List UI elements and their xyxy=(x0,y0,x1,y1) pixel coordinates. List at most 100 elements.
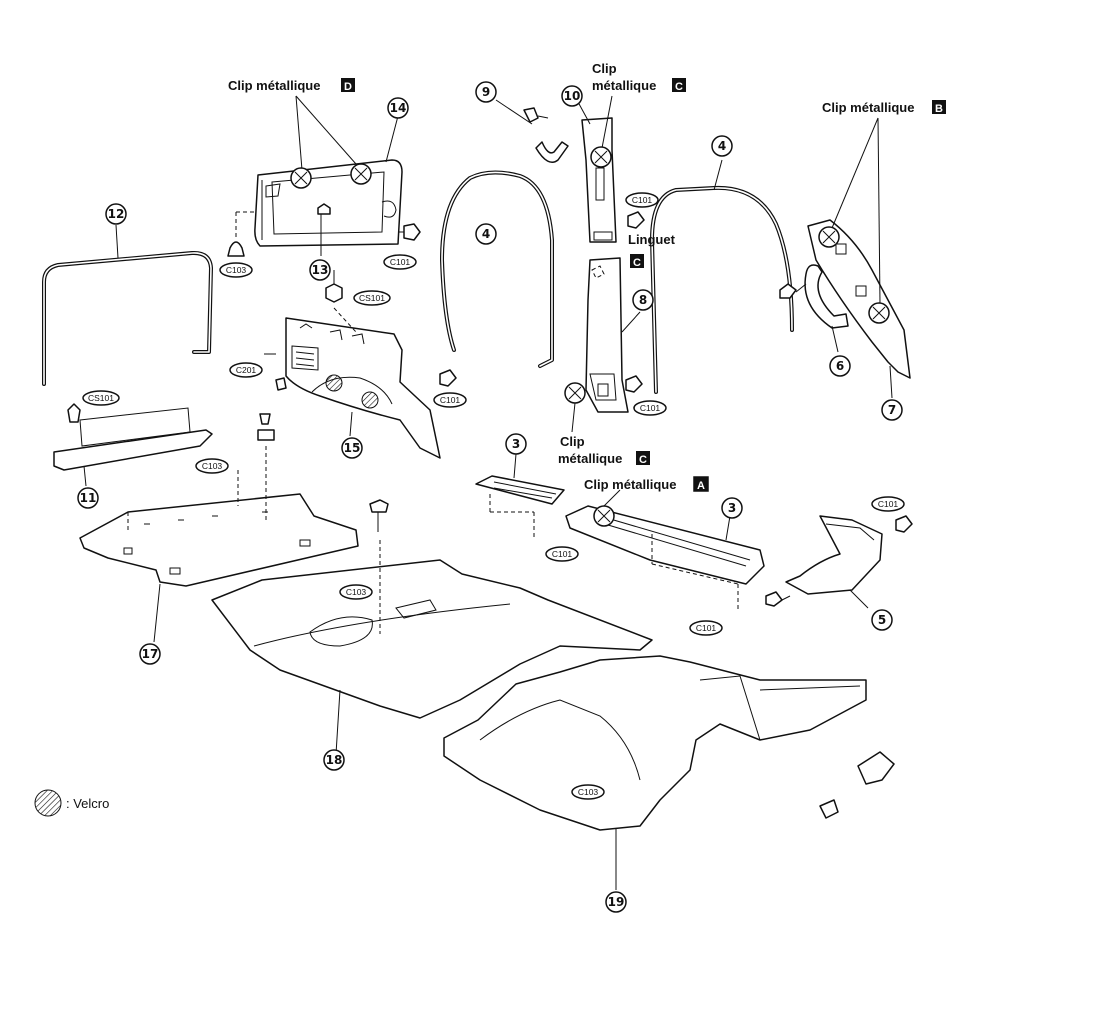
part-3-sill-plate-front xyxy=(565,505,765,612)
svg-text:5: 5 xyxy=(878,613,886,627)
svg-text:Linguet: Linguet xyxy=(628,232,676,247)
svg-text:C101: C101 xyxy=(632,195,653,205)
nut-cs101-icon xyxy=(325,270,343,303)
svg-text:4: 4 xyxy=(718,139,726,153)
callout-4-right: 4 xyxy=(711,135,733,157)
metal-clip-c-top-marker xyxy=(590,95,613,168)
svg-text:D: D xyxy=(344,81,352,93)
code-c103: C103 xyxy=(219,262,253,278)
svg-text:C: C xyxy=(675,81,683,93)
svg-text:C101: C101 xyxy=(640,403,661,413)
svg-text:3: 3 xyxy=(512,437,520,451)
clip-c101-icon xyxy=(895,515,913,533)
part-7-pillar-trim xyxy=(807,219,911,399)
screw-icon xyxy=(369,499,389,532)
svg-text:7: 7 xyxy=(888,403,896,417)
svg-text:19: 19 xyxy=(608,895,625,909)
clip-c101-icon xyxy=(398,223,421,241)
svg-text:4: 4 xyxy=(482,227,490,241)
svg-text:C201: C201 xyxy=(236,365,257,375)
part-12-weatherstrip xyxy=(42,224,213,386)
label-clip-a: Clip métallique A xyxy=(584,476,709,492)
svg-text:Clip: Clip xyxy=(592,61,617,76)
bracket-small xyxy=(819,751,895,819)
part-4-weatherstrip-right xyxy=(650,159,794,394)
clip-c101-icon xyxy=(627,211,645,229)
svg-text:13: 13 xyxy=(312,263,329,277)
code-c101: C101 xyxy=(433,392,467,408)
callout-3-front: 3 xyxy=(721,497,743,519)
part-3-sill-plate-rear xyxy=(475,453,565,538)
svg-text:C: C xyxy=(639,454,647,466)
svg-text:18: 18 xyxy=(326,753,343,767)
callout-7: 7 xyxy=(881,399,903,421)
code-c101: C101 xyxy=(633,400,667,416)
svg-text:C103: C103 xyxy=(346,587,367,597)
velcro-hatched-icon xyxy=(34,789,62,817)
part-6-assist-handle xyxy=(779,264,849,353)
callout-15: 15 xyxy=(341,437,363,459)
clip-c101-icon xyxy=(439,369,457,387)
code-c101: C101 xyxy=(545,546,579,562)
callout-5: 5 xyxy=(871,609,893,631)
code-c101: C101 xyxy=(625,192,659,208)
svg-text:C103: C103 xyxy=(578,787,599,797)
svg-text:6: 6 xyxy=(836,359,844,373)
callout-3-rear: 3 xyxy=(505,433,527,455)
label-clip-b: Clip métallique B xyxy=(822,100,946,115)
svg-text:Clip: Clip xyxy=(560,434,585,449)
part-9-grab-handle xyxy=(495,99,569,163)
code-c101: C101 xyxy=(383,254,417,270)
part-13-fastener xyxy=(317,203,331,256)
callout-10: 10 xyxy=(561,85,583,107)
clip-c103-icon xyxy=(227,241,245,257)
metal-clip-a-marker xyxy=(593,489,621,527)
svg-text:10: 10 xyxy=(564,89,581,103)
svg-text:C: C xyxy=(633,257,641,269)
svg-text:C101: C101 xyxy=(440,395,461,405)
code-c103: C103 xyxy=(571,784,605,800)
label-clip-c-bottom: Clip métallique C xyxy=(558,434,650,466)
svg-text:3: 3 xyxy=(728,501,736,515)
callout-8: 8 xyxy=(632,289,654,311)
part-4-weatherstrip-left xyxy=(440,170,554,368)
svg-text:C103: C103 xyxy=(202,461,223,471)
callout-12: 12 xyxy=(105,203,127,225)
callout-4-left: 4 xyxy=(475,223,497,245)
svg-text:: Velcro: : Velcro xyxy=(66,796,109,811)
callout-19: 19 xyxy=(605,891,627,913)
part-17-luggage-floor xyxy=(79,446,359,643)
part-14-rear-upper-trim xyxy=(235,115,403,247)
svg-text:15: 15 xyxy=(344,441,361,455)
svg-text:12: 12 xyxy=(108,207,125,221)
svg-text:CS101: CS101 xyxy=(359,293,385,303)
part-19-front-carpet xyxy=(443,655,867,890)
callout-14: 14 xyxy=(387,97,409,119)
svg-text:9: 9 xyxy=(482,85,490,99)
part-10-pillar-upper xyxy=(577,101,617,243)
svg-text:C103: C103 xyxy=(226,265,247,275)
svg-text:B: B xyxy=(935,103,943,115)
code-c101: C101 xyxy=(871,496,905,512)
code-cs101: CS101 xyxy=(353,290,391,306)
code-cs101: CS101 xyxy=(82,390,120,406)
svg-text:Clip métallique: Clip métallique xyxy=(822,100,914,115)
svg-text:14: 14 xyxy=(390,101,407,115)
part-5-kick-panel xyxy=(785,515,883,609)
svg-text:C101: C101 xyxy=(390,257,411,267)
callout-18: 18 xyxy=(323,749,345,771)
code-c201: C201 xyxy=(229,362,263,378)
metal-clip-d-markers xyxy=(290,95,372,189)
svg-text:Clip métallique: Clip métallique xyxy=(584,477,676,492)
part-11-sill-plate xyxy=(53,403,213,487)
svg-text:8: 8 xyxy=(639,293,647,307)
svg-text:métallique: métallique xyxy=(558,451,622,466)
clip-c101-icon xyxy=(625,375,643,393)
callout-6: 6 xyxy=(829,355,851,377)
callout-17: 17 xyxy=(139,643,161,665)
code-c101: C101 xyxy=(689,620,723,636)
svg-text:métallique: métallique xyxy=(592,78,656,93)
screw-icon xyxy=(765,591,791,607)
bolt-icon xyxy=(257,413,275,441)
